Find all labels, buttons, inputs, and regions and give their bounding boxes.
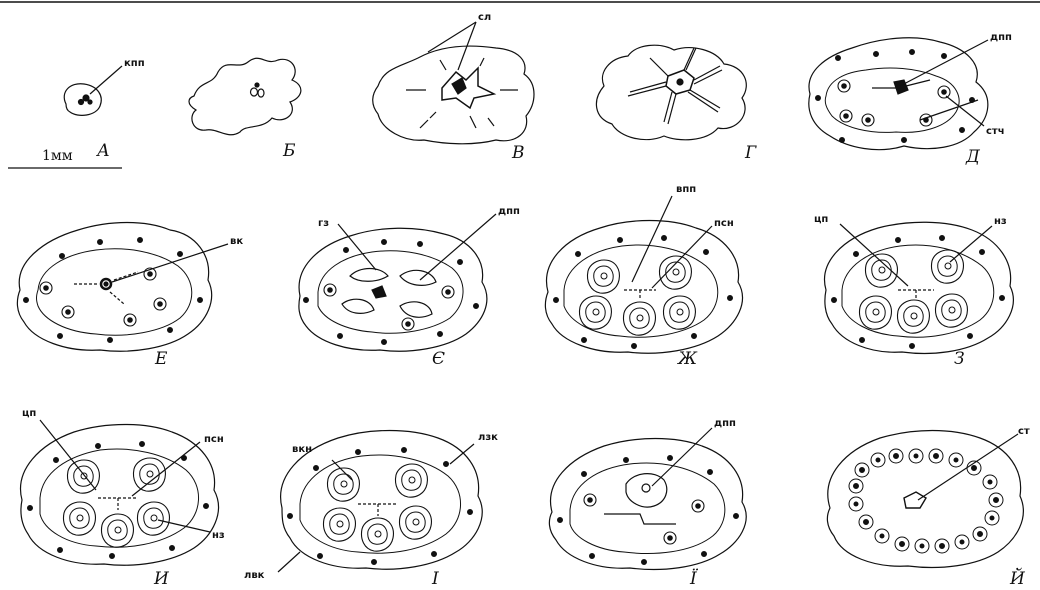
section-outline — [549, 439, 746, 570]
panel-a — [64, 66, 122, 115]
label-lzk: лзк — [478, 432, 498, 443]
label-sl: сл — [478, 12, 491, 23]
panel-letter-j: Й — [1009, 567, 1026, 589]
panel-e — [17, 223, 228, 352]
panel-letter-a: А — [96, 141, 110, 161]
panel-letter-ye: Є — [432, 349, 445, 369]
panel-y — [21, 420, 219, 565]
panel-z — [825, 222, 1014, 353]
panel-letter-zh: Ж — [677, 349, 698, 369]
panel-zh — [545, 196, 742, 353]
panel-letter-b: Б — [282, 141, 296, 161]
label-gz: гз — [318, 218, 329, 229]
label-dpp-d: дпп — [990, 32, 1012, 43]
panel-j — [827, 431, 1023, 568]
label-psn-zh: псн — [714, 218, 734, 229]
section-outline — [21, 425, 219, 566]
label-st: ст — [1018, 426, 1030, 437]
panel-d — [809, 38, 988, 150]
panel-letter-d: Д — [965, 147, 981, 167]
section-outline — [545, 221, 742, 354]
label-kpp: кпп — [124, 58, 145, 69]
section-outline — [825, 222, 1014, 353]
label-tsp-z: цп — [814, 214, 828, 225]
label-nz-y: нз — [212, 530, 225, 541]
label-stch: стч — [986, 126, 1005, 137]
panel-ye — [299, 214, 496, 351]
label-dpp-yi: дпп — [714, 418, 736, 429]
panel-b — [189, 58, 301, 135]
scale-label: 1мм — [42, 148, 73, 164]
label-nz-z: нз — [994, 216, 1007, 227]
label-vk: вк — [230, 236, 243, 247]
label-dpp-ye: дпп — [498, 206, 520, 217]
panel-letter-i: І — [431, 569, 439, 589]
panel-v — [373, 22, 534, 144]
panel-letter-v: В — [511, 143, 525, 163]
section-outline — [189, 58, 301, 135]
panel-g — [596, 45, 746, 140]
label-vpp: впп — [676, 184, 696, 195]
panel-letter-y: И — [153, 569, 170, 589]
panel-letter-e: Е — [154, 349, 168, 369]
vascular-bundles-ring — [849, 449, 1003, 553]
label-tsp-y: цп — [22, 408, 36, 419]
panel-letter-g: Г — [744, 143, 757, 163]
label-lvk: лвк — [244, 570, 265, 581]
panel-letter-yi: Ї — [689, 568, 699, 589]
label-vkn: вкн — [292, 444, 312, 455]
label-psn-y: псн — [204, 434, 224, 445]
panel-yi — [549, 428, 746, 569]
section-outline — [373, 46, 534, 144]
panel-letter-z: З — [954, 349, 965, 369]
